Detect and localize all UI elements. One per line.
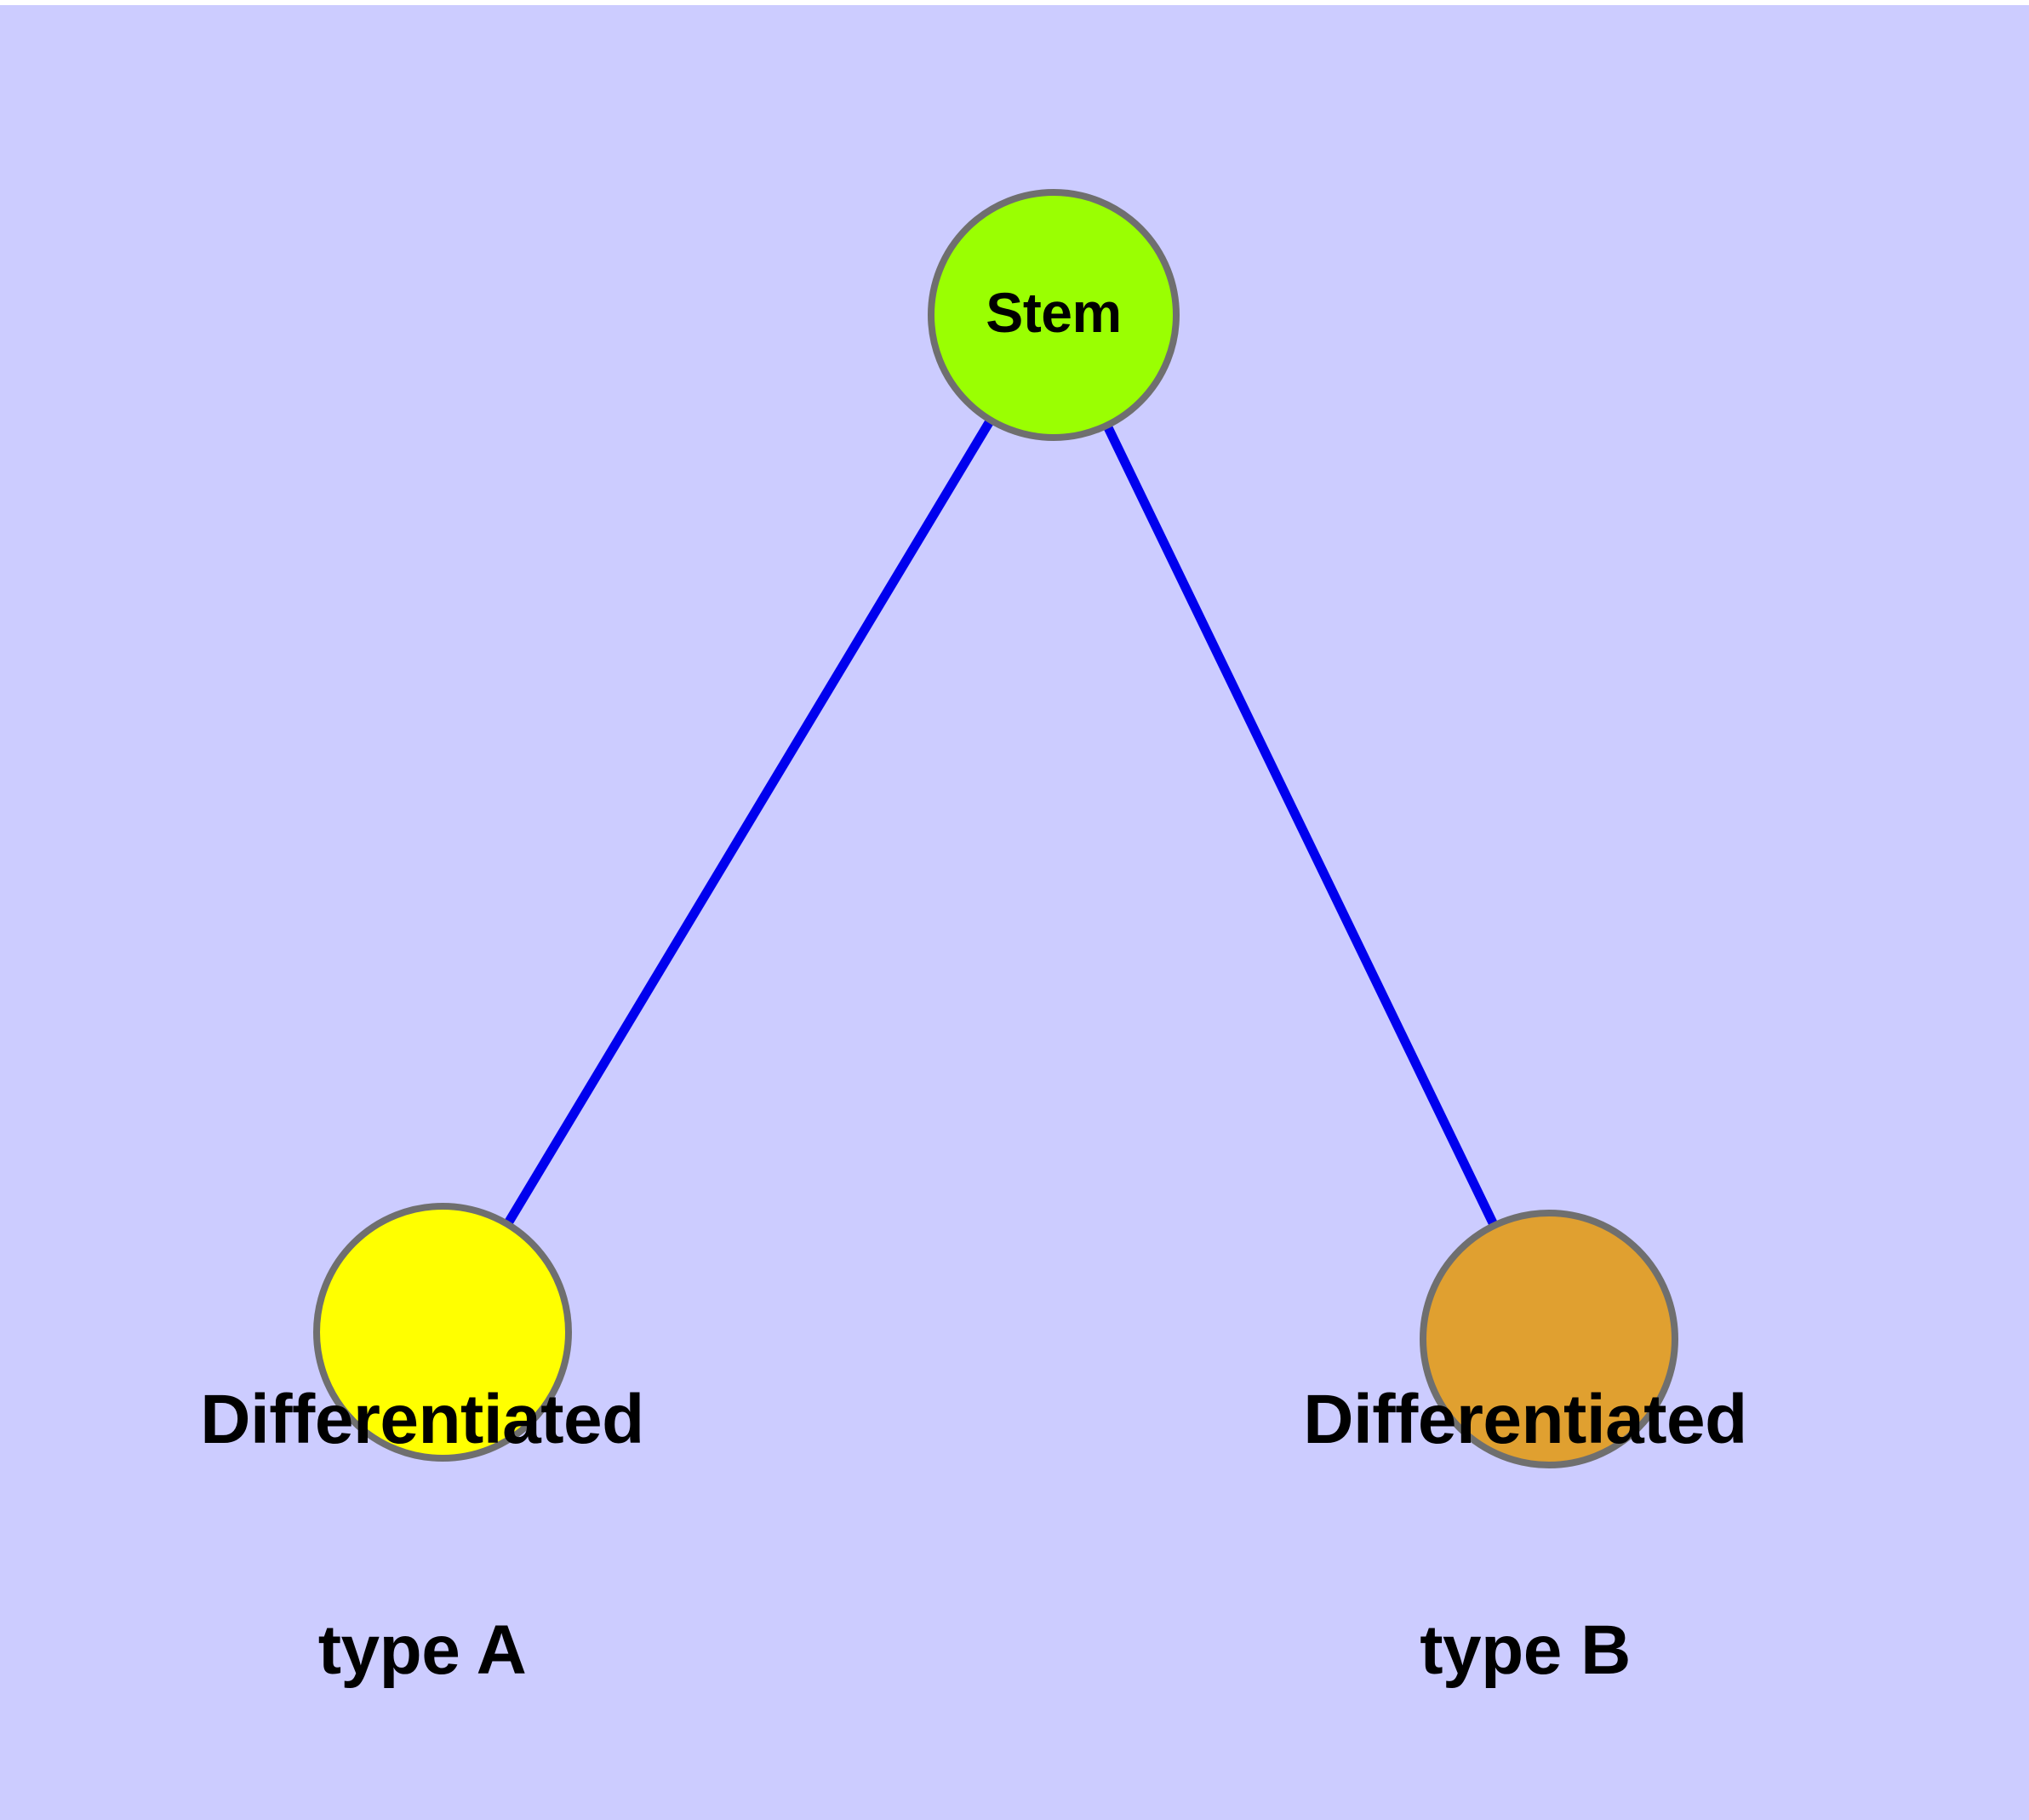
node-group (313, 189, 1678, 1468)
edge-stem-to-type-a[interactable] (438, 312, 1058, 1335)
node-differentiated-type-b[interactable] (1420, 1210, 1678, 1468)
node-label-stem: Stem (986, 281, 1122, 344)
node-differentiated-type-a[interactable] (313, 1203, 572, 1462)
node-label-differentiated-type-b: Differentiated type B (1227, 1228, 1823, 1820)
node-label-type-a-line1: Differentiated (200, 1381, 644, 1459)
node-stem[interactable] (928, 189, 1180, 441)
node-label-differentiated-type-a: Differentiated type A (124, 1228, 720, 1820)
node-label-type-b-line2: type B (1420, 1611, 1631, 1689)
node-label-type-b-line1: Differentiated (1303, 1381, 1747, 1459)
node-label-type-a-line2: type A (317, 1611, 527, 1689)
edge-stem-to-type-b[interactable] (1049, 312, 1553, 1342)
edge-group (438, 312, 1553, 1342)
